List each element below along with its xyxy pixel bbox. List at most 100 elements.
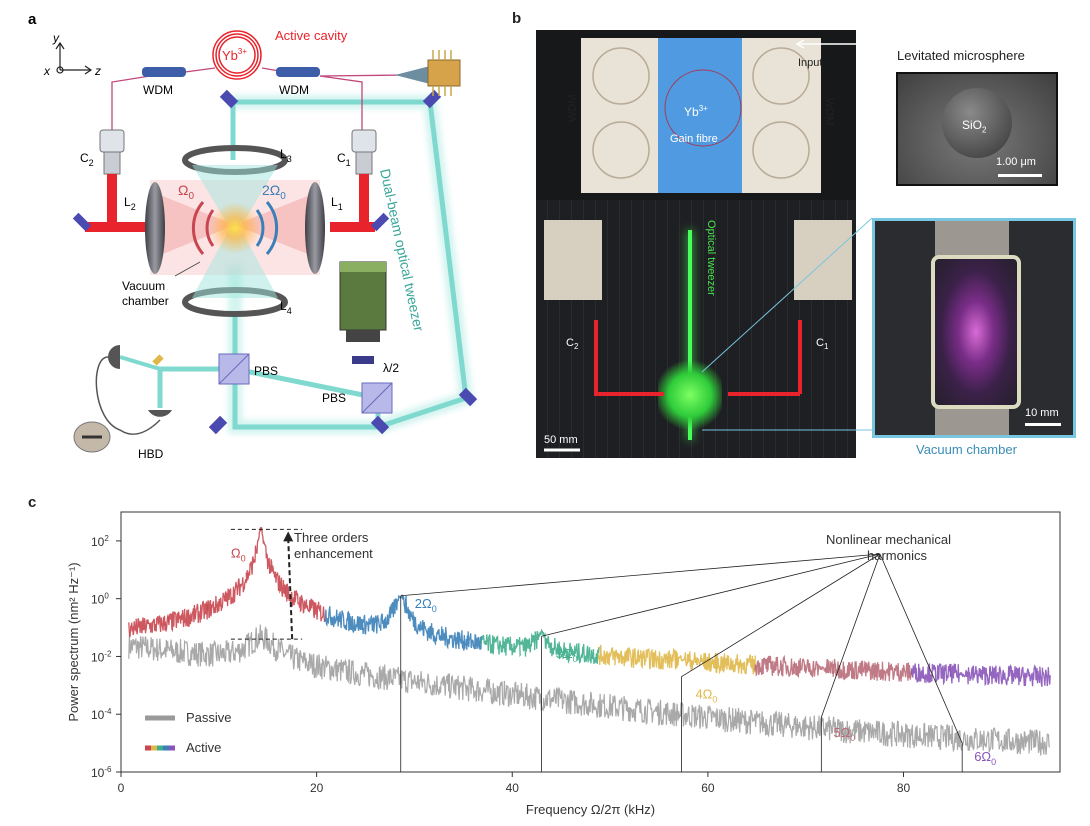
active-cavity-label: Active cavity [275,28,348,43]
vacuum-label-line1: Vacuum [122,279,165,293]
panel-c-letter: c [28,494,37,511]
fiber-path [111,67,411,140]
y-tick-label: 10-2 [91,649,112,664]
peak-label: 2Ω0 [415,596,437,614]
active-series-line [636,647,678,670]
y-axis-label: Power spectrum (nm² Hz⁻¹) [66,562,81,721]
pbs2-label: PBS [322,391,346,405]
vacuum-label-line2: chamber [122,294,169,308]
panel-b: b Input WDM WDM Yb3+ Gain fibre Optical … [512,0,1090,480]
sio2-label: SiO2 [962,118,987,135]
camera-icon [339,261,387,364]
pump-laser-icon [395,50,461,96]
active-series-line [715,653,756,675]
active-series-line [832,658,873,681]
active-series-line [675,651,717,673]
active-series-line [754,654,796,677]
active-series-line [1028,664,1051,687]
red-fibre-right [798,320,802,394]
fibre-spools [592,47,810,179]
sem-scale-label: 1.00 μm [996,156,1036,168]
active-series-line [441,627,483,651]
microsphere [942,88,1012,158]
active-series-line [988,663,1030,687]
red-fibre-right-h [728,392,800,396]
tweezer-cone [192,165,278,228]
zoom-lines [701,217,873,431]
active-series-line [480,634,522,658]
active-series-line [910,663,952,686]
red-fibre-left [594,320,598,394]
panel-a-letter: a [28,11,37,28]
active-series-line [949,663,991,687]
peak-label: 3Ω0 [556,646,578,664]
x-axis-label: Frequency Ω/2π (kHz) [526,802,655,817]
wdm-left-label: WDM [143,83,173,97]
peak-label: 6Ω0 [974,749,996,767]
side-plate-right [794,220,852,300]
axis-y-label: y [52,31,60,45]
collimator-c2-icon [99,129,125,175]
collimator-c1-icon [351,129,377,175]
active-series-line [558,641,600,665]
l2-label: L2 [124,195,136,212]
c2-label: C2 [566,337,579,351]
peak-label: 5Ω0 [833,725,855,743]
axis-z-label: z [94,64,101,78]
harmonic-pointer-line [820,553,881,718]
tweezer-cone-lower [192,228,278,298]
axis-x-label: x [43,64,51,78]
l4-label: L4 [280,299,292,316]
levitated-title: Levitated microsphere [897,48,1025,63]
passive-series-line [128,624,1051,756]
active-series-line [402,595,443,646]
wdm-right-label: WDM [279,83,309,97]
yb-label: Yb3+ [222,47,247,63]
harmonic-pointer-line [541,553,881,637]
scale-left-label: 50 mm [544,434,578,446]
pbs2-diagonal [361,382,393,414]
chamber-scale-bar [1025,423,1061,426]
yb-label: Yb3+ [684,104,708,119]
vacuum-pointer [174,261,201,277]
legend-passive-label: Passive [186,710,232,725]
harmonic-pointer-line [879,553,963,744]
lens-l1-icon [305,182,325,274]
peak-label: 4Ω0 [695,687,717,705]
active-series-line [128,615,170,638]
active-series-line [324,606,365,635]
c1-label: C1 [816,337,829,351]
wdm-right-icon [276,67,320,77]
wdm-right-label: WDM [823,98,835,126]
input-label: Input [798,57,822,69]
nonlinear-label-line2: harmonics [867,548,927,563]
hbd-label: HBD [138,447,164,461]
peak-label: Ω0 [231,545,246,563]
sideband-arcs [191,201,279,255]
active-series-line [519,628,561,660]
green-glow [658,360,722,430]
photodetector-icon [95,345,172,435]
x-tick-label: 80 [897,781,911,795]
panel-b-letter: b [512,10,522,27]
y-tick-label: 10-4 [91,707,112,722]
enhancement-arrowhead [283,531,294,542]
setup-photo [536,30,856,458]
sem-scale-bar [998,174,1042,177]
pbs1-diagonal [218,353,250,385]
x-tick-label: 20 [310,781,324,795]
active-cavity-coil-icon [212,30,262,80]
enhancement-label-line2: enhancement [294,546,373,561]
chamber-image: 10 mm [872,218,1076,438]
enhancement-arrow [287,537,294,640]
active-series-line [245,527,286,597]
y-tick-label: 10-6 [91,765,112,780]
harmonic-pointer-line [400,553,881,597]
two-omega0-label: 2Ω0 [262,182,286,202]
wdm-left-label: WDM [567,95,579,123]
red-fibre-left-h [594,392,664,396]
c1-label: C1 [337,151,351,168]
wdm-left-icon [142,67,186,77]
gain-fibre-label: Gain fibre [670,133,718,145]
